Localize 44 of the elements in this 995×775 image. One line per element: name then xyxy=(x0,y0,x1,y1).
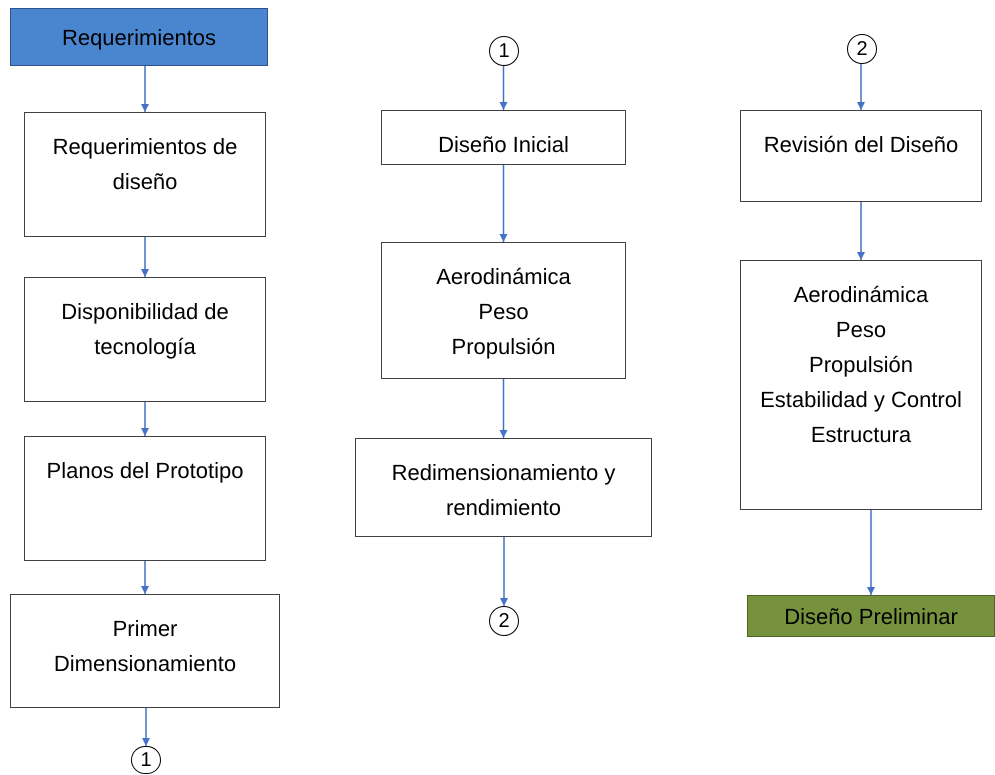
arrow xyxy=(141,561,149,594)
process-box xyxy=(381,242,626,379)
box-label: Primer Dimensionamiento xyxy=(52,615,238,678)
arrow xyxy=(141,402,149,436)
connector-number: 1 xyxy=(498,41,510,61)
process-box xyxy=(355,438,652,537)
connector-number: 2 xyxy=(856,39,868,59)
process-box xyxy=(10,8,268,66)
box-label: Aerodinámica xyxy=(792,281,930,309)
process-box xyxy=(747,595,995,637)
box-label: Diseño Inicial xyxy=(437,131,570,159)
connector-number: 2 xyxy=(498,611,510,631)
process-box xyxy=(740,110,982,202)
box-label: Revisión del Diseño xyxy=(762,131,960,159)
arrow xyxy=(867,510,875,595)
process-box xyxy=(24,436,266,561)
box-label: Estructura xyxy=(810,421,912,449)
box-label: Estabilidad y Control xyxy=(759,386,963,414)
box-label: Aerodinámica xyxy=(435,263,572,291)
arrow xyxy=(141,66,149,112)
process-box xyxy=(740,260,982,510)
connector-number: 1 xyxy=(140,750,152,770)
arrow xyxy=(500,537,508,606)
box-label: Propulsión xyxy=(808,351,914,379)
arrow xyxy=(142,708,150,746)
box-label: Diseño Preliminar xyxy=(783,602,959,630)
box-label: Requerimientos xyxy=(60,24,218,52)
box-label: Propulsión xyxy=(450,333,556,361)
box-label: Requerimientos de diseño xyxy=(52,133,238,196)
box-label: Planos del Prototipo xyxy=(46,457,244,485)
arrow xyxy=(500,165,508,242)
box-label: Disponibilidad de tecnología xyxy=(60,298,230,361)
arrow xyxy=(857,202,865,260)
box-label: Peso xyxy=(477,298,530,326)
box-label: Peso xyxy=(834,316,888,344)
arrow xyxy=(500,66,508,110)
process-box xyxy=(24,112,266,237)
arrow xyxy=(857,64,865,110)
box-label: Redimensionamiento y rendimiento xyxy=(390,459,616,522)
process-box xyxy=(381,110,626,165)
process-box xyxy=(10,594,280,708)
process-box xyxy=(24,277,266,402)
arrow xyxy=(500,379,508,438)
arrow xyxy=(141,237,149,277)
